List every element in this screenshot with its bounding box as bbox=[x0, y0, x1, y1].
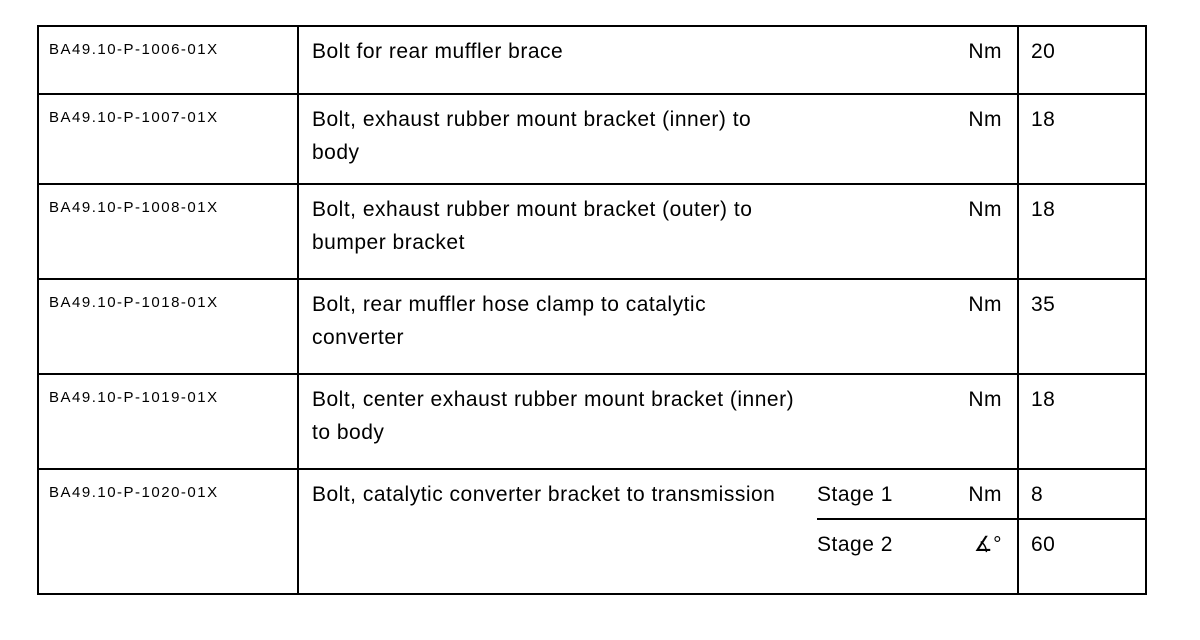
torque-value: 20 bbox=[1031, 40, 1056, 63]
table-row: BA49.10-P-1008-01X Bolt, exhaust rubber … bbox=[39, 185, 1145, 280]
document-number: BA49.10-P-1007-01X bbox=[39, 95, 299, 183]
stage-label: Stage 1 bbox=[817, 483, 893, 506]
torque-description: Bolt, exhaust rubber mount bracket (inne… bbox=[312, 108, 752, 164]
angle-degree-symbol: ∡° bbox=[973, 533, 1002, 556]
torque-value: 60 bbox=[1031, 533, 1056, 556]
table-row: BA49.10-P-1020-01X Bolt, catalytic conve… bbox=[39, 470, 1145, 593]
torque-value: 8 bbox=[1019, 470, 1145, 520]
stage-row: Stage 1 Nm bbox=[817, 470, 1017, 520]
table-row: BA49.10-P-1006-01X Bolt for rear muffler… bbox=[39, 27, 1145, 95]
document-number: BA49.10-P-1008-01X bbox=[39, 185, 299, 278]
torque-description: Bolt, center exhaust rubber mount bracke… bbox=[312, 388, 795, 444]
description-cell: Bolt for rear muffler brace Nm bbox=[299, 27, 1019, 93]
torque-description: Bolt, rear muffler hose clamp to catalyt… bbox=[312, 293, 707, 349]
torque-spec-table: BA49.10-P-1006-01X Bolt for rear muffler… bbox=[37, 25, 1147, 595]
stage-label: Stage 2 bbox=[817, 533, 893, 556]
torque-value: 18 bbox=[1031, 108, 1056, 131]
torque-value: 18 bbox=[1031, 388, 1056, 411]
unit-label: Nm bbox=[968, 293, 1002, 316]
stage-row: Stage 2 ∡° bbox=[817, 520, 1017, 593]
description-cell: Bolt, catalytic converter bracket to tra… bbox=[299, 470, 1019, 593]
unit-label: Nm bbox=[968, 388, 1002, 411]
document-number: BA49.10-P-1019-01X bbox=[39, 375, 299, 468]
torque-value: 35 bbox=[1031, 293, 1056, 316]
value-cell: 8 60 bbox=[1019, 470, 1145, 593]
torque-description: Bolt, exhaust rubber mount bracket (oute… bbox=[312, 198, 753, 254]
description-cell: Bolt, exhaust rubber mount bracket (inne… bbox=[299, 95, 1019, 183]
unit-label: Nm bbox=[968, 40, 1002, 63]
table-row: BA49.10-P-1007-01X Bolt, exhaust rubber … bbox=[39, 95, 1145, 185]
description-cell: Bolt, center exhaust rubber mount bracke… bbox=[299, 375, 1019, 468]
document-number: BA49.10-P-1020-01X bbox=[39, 470, 299, 593]
stage-subtable: Stage 1 Nm Stage 2 ∡° bbox=[817, 470, 1017, 593]
unit-label: Nm bbox=[968, 108, 1002, 131]
table-row: BA49.10-P-1018-01X Bolt, rear muffler ho… bbox=[39, 280, 1145, 375]
document-number: BA49.10-P-1006-01X bbox=[39, 27, 299, 93]
torque-description: Bolt for rear muffler brace bbox=[312, 40, 564, 63]
description-cell: Bolt, rear muffler hose clamp to catalyt… bbox=[299, 280, 1019, 373]
torque-value: 18 bbox=[1031, 198, 1056, 221]
unit-label: Nm bbox=[968, 198, 1002, 221]
table-row: BA49.10-P-1019-01X Bolt, center exhaust … bbox=[39, 375, 1145, 470]
document-number: BA49.10-P-1018-01X bbox=[39, 280, 299, 373]
description-cell: Bolt, exhaust rubber mount bracket (oute… bbox=[299, 185, 1019, 278]
torque-description: Bolt, catalytic converter bracket to tra… bbox=[312, 483, 776, 506]
unit-label: Nm bbox=[968, 483, 1002, 506]
